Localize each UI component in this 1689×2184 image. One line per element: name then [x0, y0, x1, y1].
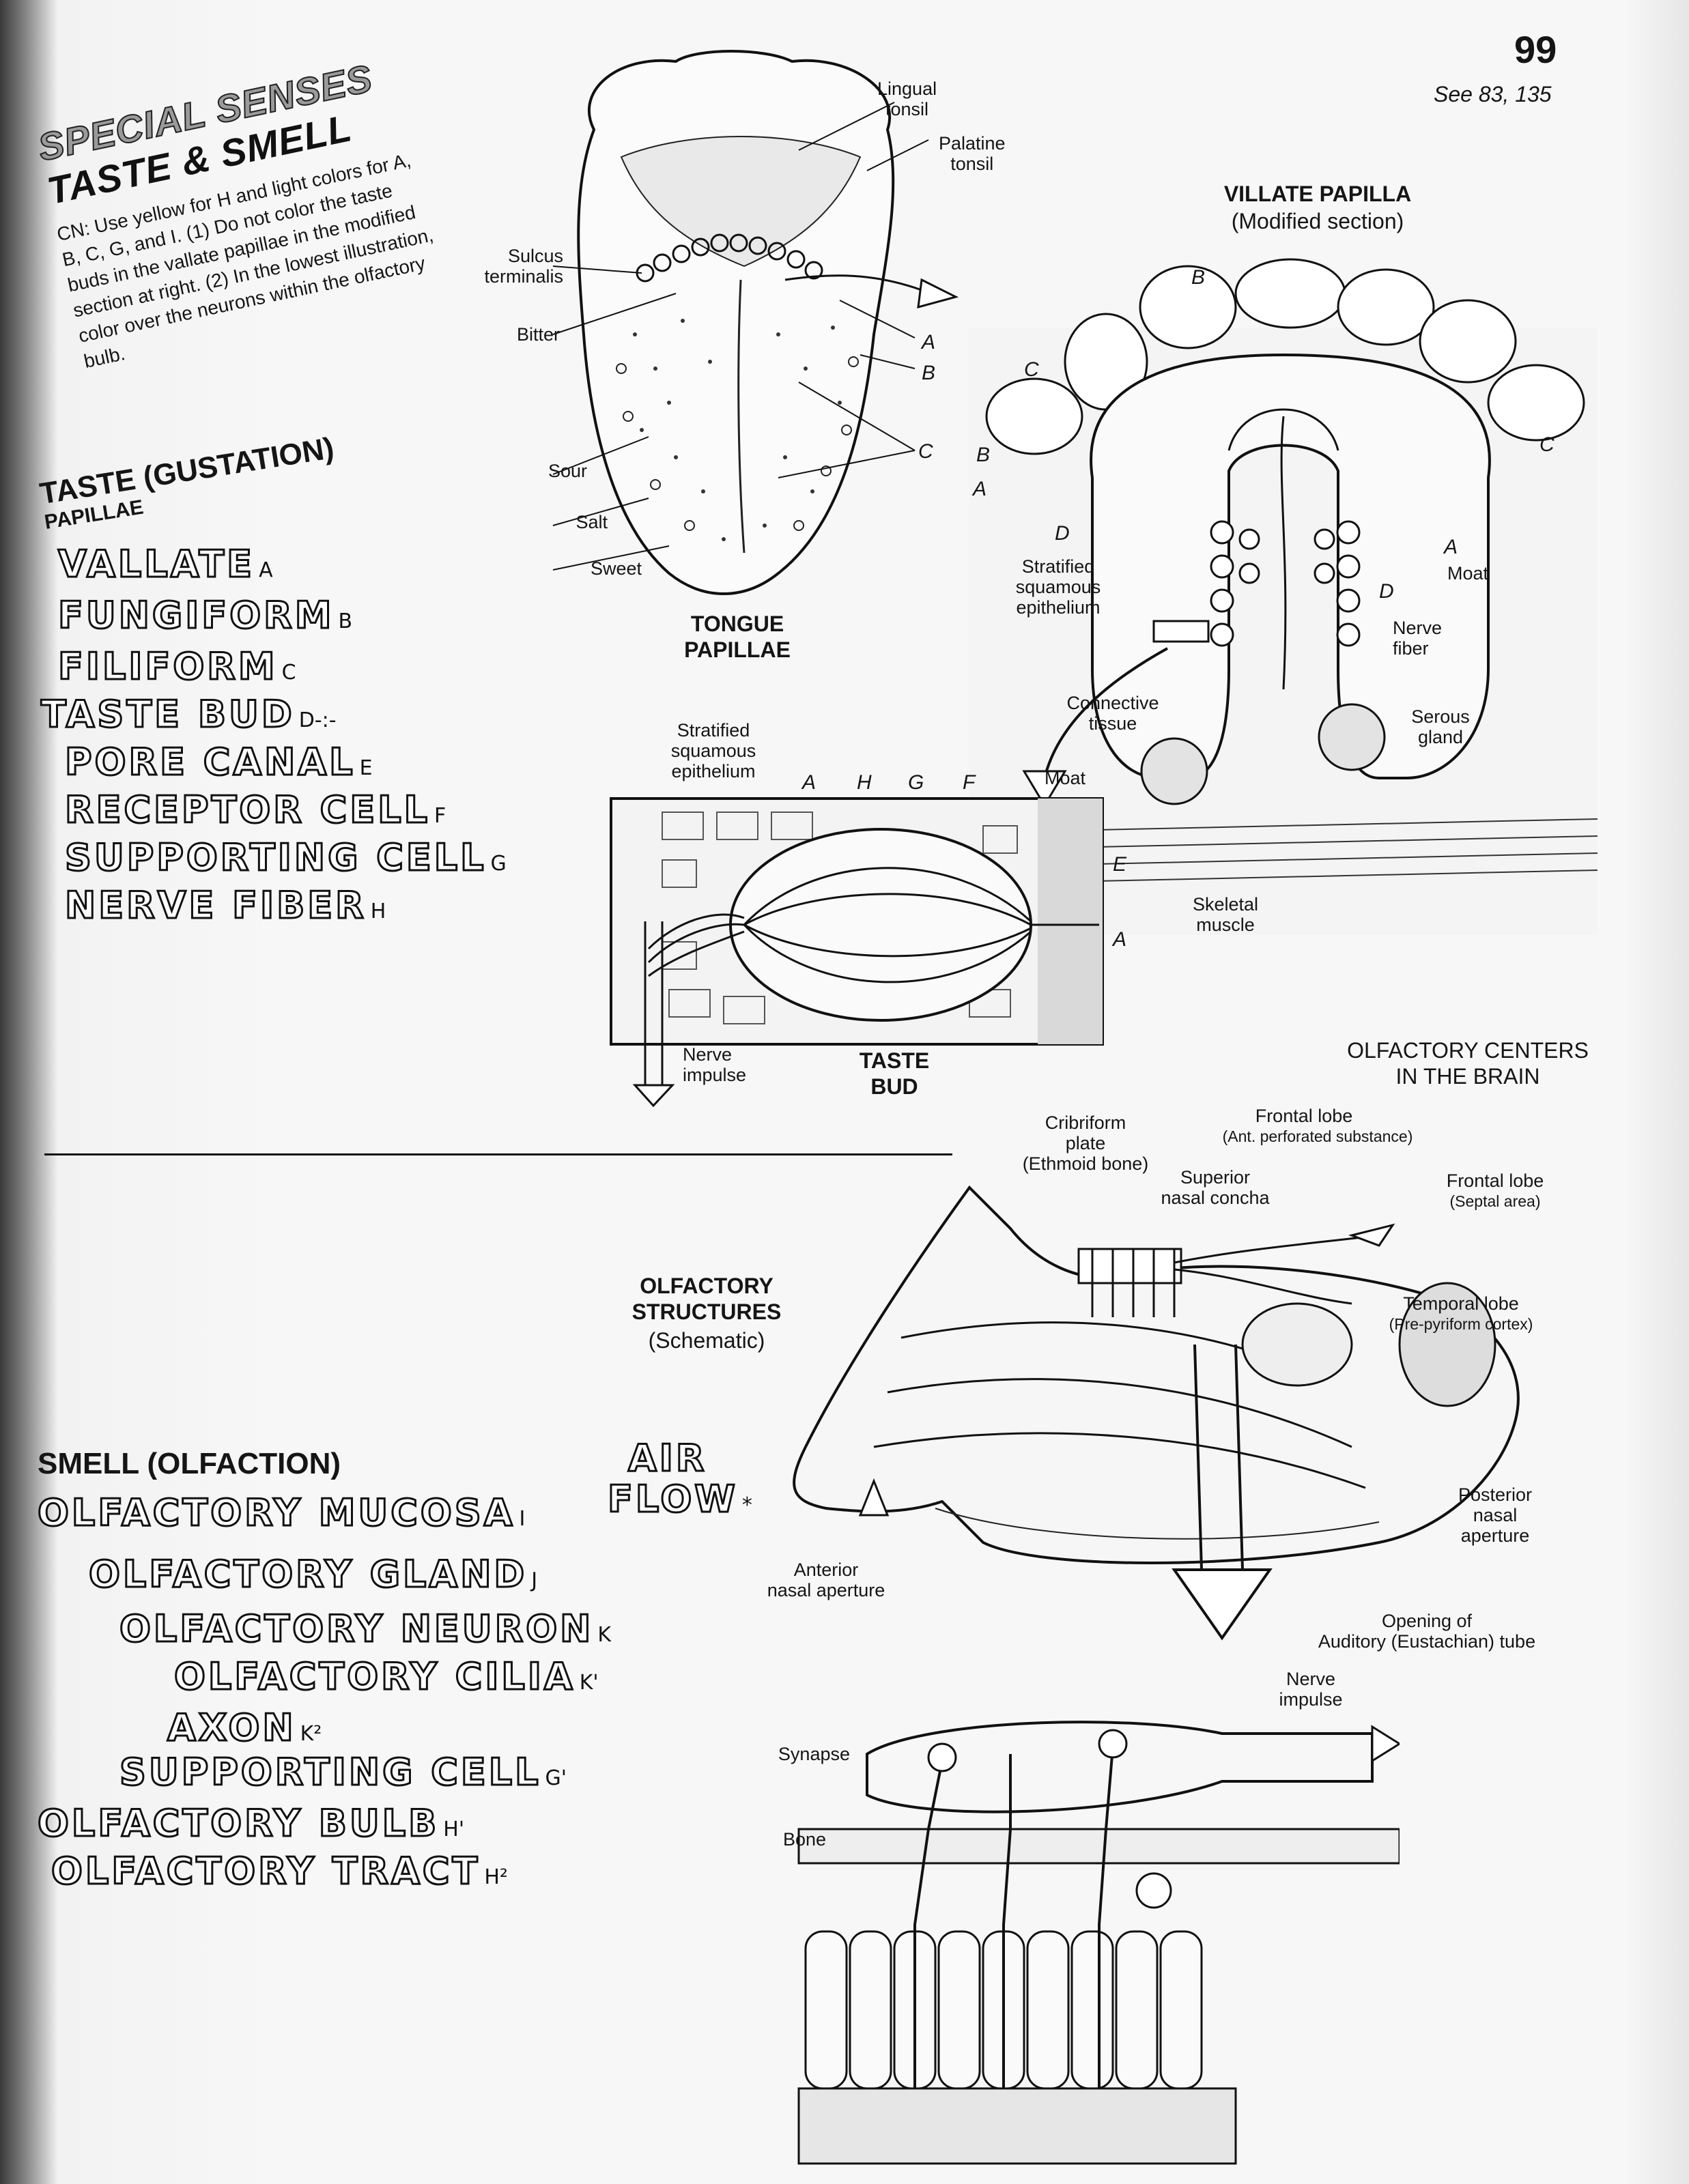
- label-villate-skeletal: Skeletal muscle: [1192, 894, 1259, 935]
- label-taste-bud-g: G: [908, 771, 924, 794]
- label-frontal-lobe-ant: Frontal lobe: [1255, 1106, 1353, 1126]
- label-superior-concha: Superior nasal concha: [1161, 1167, 1270, 1208]
- label-salt: Salt: [576, 512, 608, 532]
- section-divider: [44, 1153, 952, 1155]
- label-villate-b-left: B: [976, 444, 991, 466]
- label-synapse: Synapse: [778, 1744, 850, 1764]
- label-temporal-lobe: Temporal lobe: [1403, 1293, 1519, 1314]
- see-also-reference: See 83, 135: [1434, 82, 1552, 106]
- label-taste-bud-stratified: Stratified squamous epithelium: [670, 720, 756, 781]
- label-temporal-lobe-sub: (Pre-pyriform cortex): [1389, 1315, 1533, 1333]
- label-sweet: Sweet: [590, 558, 642, 579]
- label-bitter: Bitter: [516, 324, 560, 345]
- label-villate-stratified: Stratified squamous epithelium: [1015, 556, 1101, 618]
- label-anterior-aperture: Anterior nasal aperture: [767, 1560, 885, 1600]
- label-bone: Bone: [782, 1829, 826, 1850]
- olfactory-head-illustration: [793, 1185, 1520, 1641]
- label-villate-a-left: A: [973, 478, 987, 500]
- label-lingual-tonsil: Lingual tonsil: [877, 78, 937, 119]
- label-sour: Sour: [548, 461, 587, 481]
- taste-buds-in-moat: [1210, 520, 1361, 647]
- smell-heading: SMELL (OLFACTION): [38, 1447, 341, 1480]
- label-taste-bud-f: F: [963, 771, 976, 794]
- label-tongue-b: B: [922, 362, 936, 384]
- label-villate-a-right: A: [1444, 536, 1458, 558]
- label-villate-moat: Moat: [1447, 563, 1489, 584]
- label-villate-serous: Serous gland: [1411, 706, 1470, 747]
- air-flow-line1: AIR: [627, 1436, 707, 1481]
- label-villate-nerve-fiber: Nerve fiber: [1393, 618, 1443, 659]
- label-sulcus-terminalis: Sulcus terminalis: [484, 246, 563, 287]
- label-taste-bud-h: H: [857, 771, 872, 794]
- label-frontal-lobe-septal-sub: (Septal area): [1449, 1192, 1541, 1210]
- olfactory-neuron-illustration: [797, 1721, 1400, 2165]
- label-posterior-aperture: Posterior nasal aperture: [1458, 1484, 1533, 1546]
- villate-subtitle: (Modified section): [1231, 209, 1404, 233]
- air-flow-line2: FLOW*: [607, 1477, 752, 1522]
- tongue-leader-lines: [552, 102, 959, 571]
- label-tongue-a: A: [922, 331, 936, 354]
- olfactory-epithelium-cells: [804, 1930, 1203, 2090]
- label-palatine-tonsil: Palatine tonsil: [939, 133, 1006, 174]
- olfactory-subtitle: (Schematic): [648, 1328, 765, 1353]
- tongue-illustration: [577, 50, 895, 595]
- label-villate-moat-lower: Moat: [1045, 768, 1086, 788]
- label-tongue-c: C: [918, 440, 933, 463]
- label-cribriform: Cribriform plate (Ethmoid bone): [1022, 1112, 1149, 1174]
- label-taste-bud-e: E: [1113, 853, 1127, 876]
- label-villate-b: B: [1191, 266, 1206, 289]
- label-villate-c: C: [1024, 358, 1039, 381]
- label-taste-bud-a: A: [802, 771, 817, 794]
- label-villate-connective: Connective tissue: [1066, 693, 1159, 734]
- label-villate-d-right: D: [1379, 580, 1394, 603]
- taste-bud-illustration: [610, 797, 1104, 1108]
- villate-title: VILLATE PAPILLA: [1223, 182, 1412, 206]
- label-frontal-lobe-septal: Frontal lobe: [1446, 1170, 1544, 1191]
- taste-heading-block: TASTE (GUSTATION) PAPILLAE: [38, 431, 340, 534]
- label-villate-c-right: C: [1539, 433, 1555, 456]
- label-taste-bud-a-right: A: [1113, 928, 1127, 951]
- villate-papilla-illustration: [969, 258, 1598, 935]
- label-taste-bud-nerve-impulse: Nerve impulse: [683, 1044, 747, 1085]
- label-eustachian: Opening of Auditory (Eustachian) tube: [1318, 1611, 1536, 1652]
- page-number: 99: [1514, 28, 1557, 71]
- header-block: SPECIAL SENSES TASTE & SMELL CN: Use yel…: [33, 47, 461, 375]
- label-frontal-lobe-ant-sub: (Ant. perforated substance): [1222, 1127, 1413, 1145]
- label-olfactory-nerve-impulse: Nerve impulse: [1279, 1669, 1343, 1710]
- label-villate-d-left: D: [1055, 522, 1070, 545]
